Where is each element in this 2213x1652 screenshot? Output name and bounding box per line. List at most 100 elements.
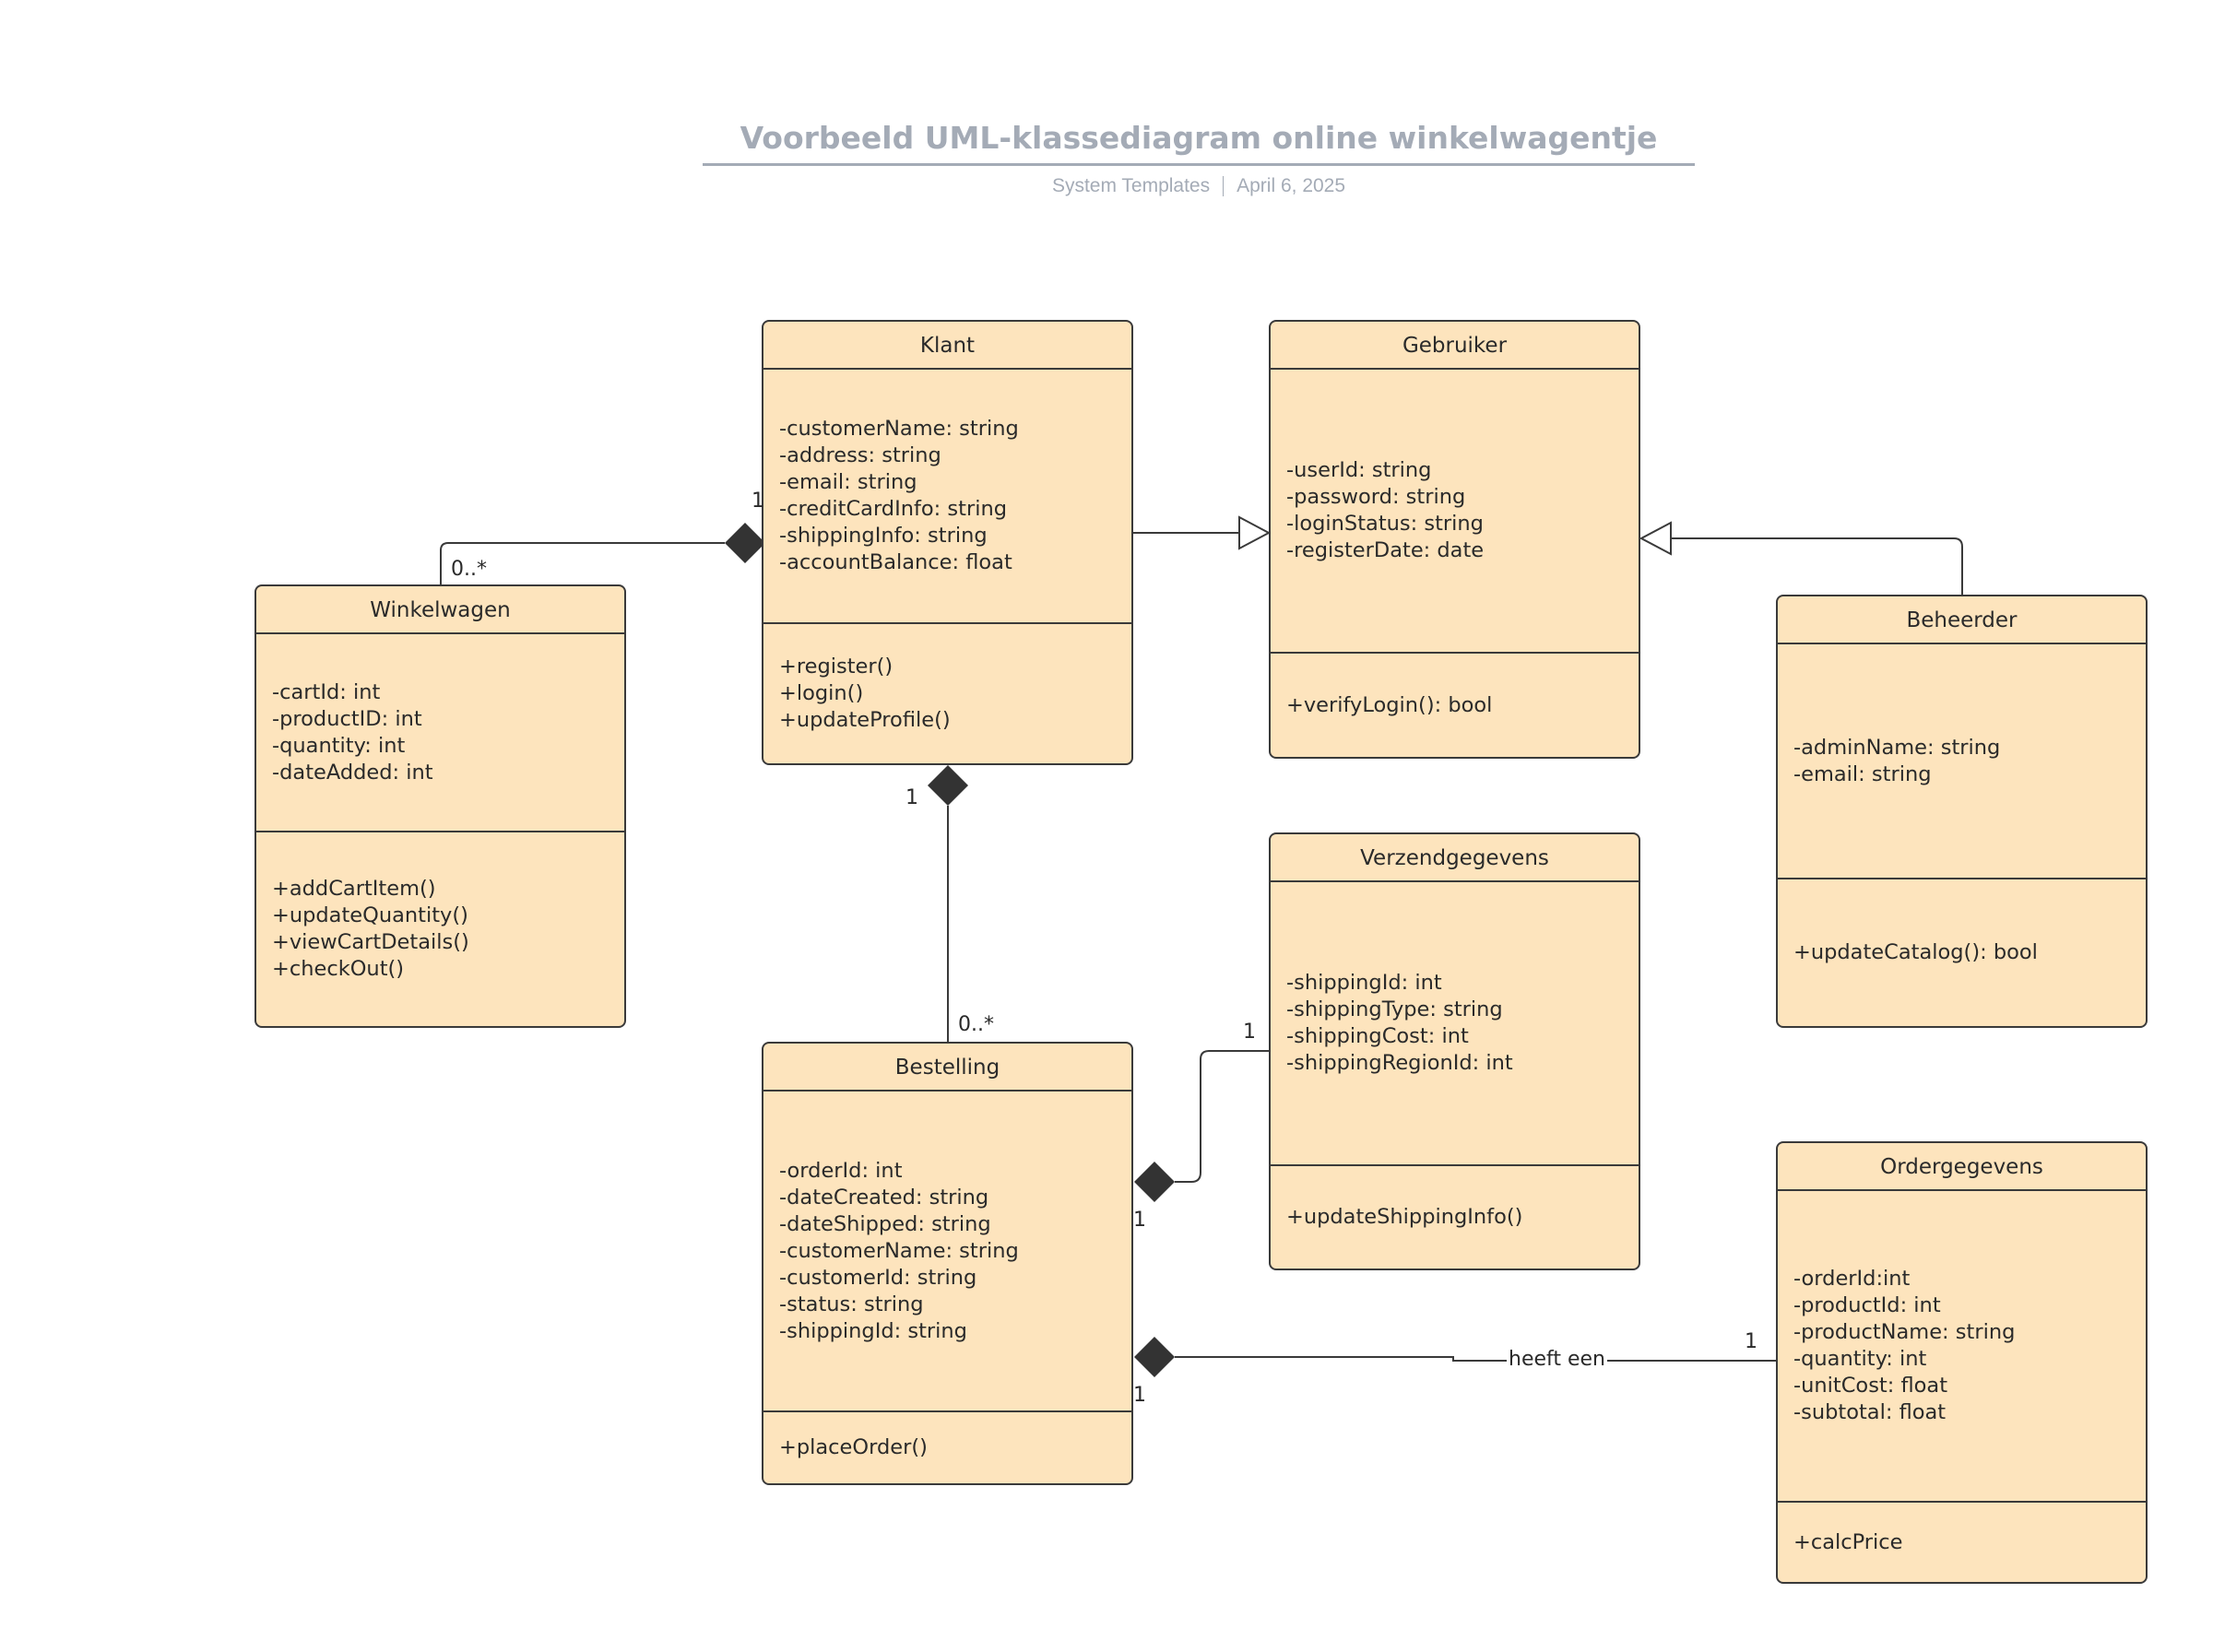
class-operations: +register() +login() +updateProfile() <box>763 624 1131 763</box>
attribute: -shippingId: string <box>779 1318 967 1343</box>
diagram-meta: System Templates April 6, 2025 <box>701 175 1697 197</box>
operation: +addCartItem() <box>272 877 436 901</box>
attribute: -userId: string <box>1286 458 1432 482</box>
attribute: -customerId: string <box>779 1265 977 1290</box>
multiplicity-label: 0..* <box>451 558 487 581</box>
multiplicity-label: 1 <box>1745 1330 1757 1353</box>
operation: +register() <box>779 655 893 678</box>
multiplicity-label: 1 <box>905 786 918 809</box>
class-attributes: -adminName: string -email: string <box>1778 644 2146 879</box>
generalization-arrow-klant-gebruiker <box>1238 515 1272 550</box>
class-operations: +updateShippingInfo() <box>1271 1166 1639 1268</box>
author-label: System Templates <box>1051 175 1211 196</box>
operation: +checkOut() <box>272 957 405 981</box>
operation: +login() <box>779 681 864 705</box>
attribute: -unitCost: float <box>1793 1374 1948 1398</box>
composition-diamond-bestelling-verzendgegevens <box>1134 1162 1175 1202</box>
attribute: -email: string <box>1793 761 1932 786</box>
attribute: -status: string <box>779 1292 924 1316</box>
multiplicity-label: 1 <box>1243 1021 1256 1044</box>
class-name: Gebruiker <box>1271 322 1639 370</box>
class-name: Klant <box>763 322 1131 370</box>
attribute: -address: string <box>779 443 941 467</box>
connector-klant-winkelwagen-line <box>440 542 725 585</box>
generalization-arrow-beheerder-gebruiker <box>1639 521 1672 556</box>
class-operations: +updateCatalog(): bool <box>1778 879 2146 1026</box>
attribute: -dateShipped: string <box>779 1211 991 1236</box>
operation: +viewCartDetails() <box>272 930 469 954</box>
attribute: -accountBalance: float <box>779 550 1012 574</box>
operation: +updateCatalog(): bool <box>1793 940 2038 964</box>
class-operations: +verifyLogin(): bool <box>1271 654 1639 757</box>
operation: +calcPrice <box>1793 1529 1903 1554</box>
multiplicity-label: 1 <box>1133 1384 1146 1407</box>
operation: +updateShippingInfo() <box>1286 1205 1523 1229</box>
attribute: -productId: int <box>1793 1293 1941 1317</box>
title-underline <box>703 163 1695 166</box>
class-name: Verzendgegevens <box>1271 834 1639 882</box>
class-gebruiker[interactable]: Gebruiker -userId: string -password: str… <box>1269 320 1640 759</box>
attribute: -shippingCost: int <box>1286 1024 1469 1048</box>
attribute: -registerDate: date <box>1286 538 1485 562</box>
class-attributes: -userId: string -password: string -login… <box>1271 370 1639 654</box>
class-attributes: -orderId: int -dateCreated: string -date… <box>763 1092 1131 1412</box>
class-klant[interactable]: Klant -customerName: string -address: st… <box>762 320 1133 765</box>
class-operations: +calcPrice <box>1778 1503 2146 1582</box>
class-attributes: -customerName: string -address: string -… <box>763 370 1131 624</box>
attribute: -shippingRegionId: int <box>1286 1051 1513 1075</box>
attribute: -cartId: int <box>272 679 381 704</box>
attribute: -dateCreated: string <box>779 1185 989 1210</box>
attribute: -orderId: int <box>779 1158 903 1183</box>
class-attributes: -shippingId: int -shippingType: string -… <box>1271 882 1639 1166</box>
class-name: Winkelwagen <box>256 586 624 634</box>
operation: +placeOrder() <box>779 1435 928 1459</box>
attribute: -customerName: string <box>779 417 1019 441</box>
connector-bestelling-ordergegevens <box>1175 1356 1776 1362</box>
attribute: -adminName: string <box>1793 735 2001 760</box>
date-label: April 6, 2025 <box>1237 175 1346 196</box>
class-winkelwagen[interactable]: Winkelwagen -cartId: int -productID: int… <box>254 584 626 1028</box>
diagram-title: Voorbeeld UML-klassediagram online winke… <box>740 120 1658 156</box>
attribute: -subtotal: float <box>1793 1400 1947 1424</box>
attribute: -shippingInfo: string <box>779 524 988 548</box>
attribute: -productID: int <box>272 706 422 731</box>
attribute: -productName: string <box>1793 1320 2016 1344</box>
edge-label-heeft-een: heeft een <box>1507 1348 1608 1371</box>
operation: +updateProfile() <box>779 708 951 732</box>
attribute: -email: string <box>779 470 917 494</box>
attribute: -creditCardInfo: string <box>779 497 1007 521</box>
connector-bestelling-verzendgegevens <box>1175 1050 1269 1183</box>
attribute: -dateAdded: int <box>272 760 433 785</box>
attribute: -customerName: string <box>779 1238 1019 1263</box>
class-bestelling[interactable]: Bestelling -orderId: int -dateCreated: s… <box>762 1042 1133 1485</box>
class-beheerder[interactable]: Beheerder -adminName: string -email: str… <box>1776 595 2148 1028</box>
attribute: -orderId:int <box>1793 1267 1911 1291</box>
operation: +verifyLogin(): bool <box>1286 692 1493 717</box>
class-ordergegevens[interactable]: Ordergegevens -orderId:int -productId: i… <box>1776 1141 2148 1584</box>
class-attributes: -cartId: int -productID: int -quantity: … <box>256 634 624 832</box>
composition-diamond-klant-bestelling <box>928 765 968 806</box>
composition-diamond-klant-winkelwagen <box>725 523 765 563</box>
multiplicity-label: 1 <box>1133 1209 1146 1232</box>
attribute: -shippingId: int <box>1286 971 1442 995</box>
connector-beheerder-gebruiker <box>1671 537 1963 595</box>
class-name: Bestelling <box>763 1044 1131 1092</box>
attribute: -password: string <box>1286 485 1466 509</box>
attribute: -shippingType: string <box>1286 997 1503 1021</box>
class-name: Ordergegevens <box>1778 1143 2146 1191</box>
class-attributes: -orderId:int -productId: int -productNam… <box>1778 1191 2146 1503</box>
attribute: -quantity: int <box>1793 1347 1927 1371</box>
diagram-header: Voorbeeld UML-klassediagram online winke… <box>701 120 1697 197</box>
attribute: -quantity: int <box>272 733 406 758</box>
multiplicity-label: 0..* <box>958 1013 994 1036</box>
class-operations: +placeOrder() <box>763 1412 1131 1483</box>
composition-diamond-bestelling-ordergegevens <box>1134 1337 1175 1377</box>
class-name: Beheerder <box>1778 596 2146 644</box>
attribute: -loginStatus: string <box>1286 512 1484 536</box>
multiplicity-label: 1 <box>751 490 764 513</box>
operation: +updateQuantity() <box>272 903 468 927</box>
class-operations: +addCartItem() +updateQuantity() +viewCa… <box>256 832 624 1026</box>
class-verzendgegevens[interactable]: Verzendgegevens -shippingId: int -shippi… <box>1269 832 1640 1270</box>
meta-separator <box>1223 176 1225 197</box>
